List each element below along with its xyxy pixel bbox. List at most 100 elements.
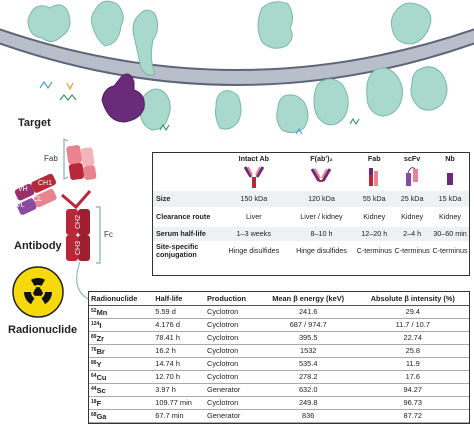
isotope-cell: 86Y xyxy=(89,357,154,371)
col-scfv: scFv xyxy=(403,154,421,163)
isotope-cell: 76Br xyxy=(89,344,154,358)
intensity-cell: 25.8 xyxy=(356,344,469,358)
vh-domain-right xyxy=(66,145,82,165)
table-cell: Liver / kidney xyxy=(300,212,343,222)
radiation-hazard-icon xyxy=(12,266,64,318)
energy-cell: 249.8 xyxy=(259,396,357,410)
intensity-cell: 17.6 xyxy=(356,370,469,384)
scfv-icon xyxy=(406,166,419,186)
col-intensity: Absolute β intensity (%) xyxy=(356,292,469,306)
col-fab2: F(ab')₂ xyxy=(310,154,333,163)
half-life-cell: 67.7 min xyxy=(153,409,205,423)
fab-icon xyxy=(369,167,379,186)
vl-label: VL xyxy=(16,202,25,209)
table-cell: 55 kDa xyxy=(355,191,394,207)
half-life-cell: 78.41 h xyxy=(153,331,205,345)
table-cell: 30–60 min xyxy=(431,227,469,241)
formats-row-half-life: Serum half-life 1–3 weeks 8–10 h 12–20 h… xyxy=(153,227,469,241)
isotope-element: Br xyxy=(96,347,105,356)
table-cell: Kidney xyxy=(401,212,424,222)
row-header-conjugation: Site-specific conjugation xyxy=(156,242,199,259)
isotope-cell: 44Sc xyxy=(89,383,154,397)
isotope-element: F xyxy=(96,399,102,408)
isotope-mass-number: 44 xyxy=(91,386,97,392)
hinge xyxy=(61,190,92,210)
intensity-cell: 96.73 xyxy=(356,396,469,410)
energy-cell: 241.6 xyxy=(259,305,357,319)
small-molecules xyxy=(39,80,360,135)
ch3-domain-pair xyxy=(78,235,90,261)
half-life-cell: 16.2 h xyxy=(153,344,205,358)
production-cell: Cyclotron xyxy=(205,318,260,332)
radionuclide-label: Radionuclide xyxy=(8,324,78,336)
energy-cell: 687 / 974.7 xyxy=(259,318,357,332)
isotope-element: I xyxy=(99,321,102,330)
intensity-cell: 87.72 xyxy=(356,409,469,423)
energy-cell: 278.2 xyxy=(259,370,357,384)
isotope-cell: 124I xyxy=(89,318,154,332)
table-cell: 25 kDa xyxy=(393,191,432,207)
half-life-cell: 4.176 d xyxy=(153,318,205,332)
isotope-mass-number: 64 xyxy=(91,373,97,379)
nb-icon xyxy=(447,172,454,185)
receptor-protein xyxy=(132,9,159,76)
energy-cell: 395.5 xyxy=(259,331,357,345)
ch3-label: CH3 xyxy=(75,241,82,255)
intensity-cell: 11.9 xyxy=(356,357,469,371)
half-life-cell: 14.74 h xyxy=(153,357,205,371)
isotope-element: Zr xyxy=(96,334,104,343)
table-cell: C-terminus xyxy=(394,246,430,256)
ch1-domain xyxy=(31,173,57,193)
col-intact-ab: Intact Ab xyxy=(238,154,270,163)
table-cell: 2–4 h xyxy=(393,227,432,241)
col-half-life: Half-life xyxy=(153,292,205,306)
isotope-cell: 89Zr xyxy=(89,331,154,345)
ch1-domain-right xyxy=(68,162,85,180)
row-header-half-life: Serum half-life xyxy=(153,227,220,241)
radionuclide-table: Radionuclide Half-life Production Mean β… xyxy=(88,291,470,424)
half-life-cell: 5.59 d xyxy=(153,305,205,319)
antibody-formats-table: Intact Ab F(ab')₂ Fab scFv Nb Size 150 k… xyxy=(152,152,470,276)
row-header-size: Size xyxy=(153,191,220,207)
cell-membrane-illustration xyxy=(0,0,474,135)
energy-cell: 632.0 xyxy=(259,383,357,397)
half-life-cell: 3.97 h xyxy=(153,383,205,397)
table-cell: 150 kDa xyxy=(220,191,288,207)
ch2-domain-pair xyxy=(78,209,90,235)
cl-domain-right xyxy=(83,165,97,180)
production-cell: Cyclotron xyxy=(205,344,260,358)
table-cell: Liver xyxy=(246,212,262,222)
cl-domain xyxy=(33,189,57,208)
receptor-protein xyxy=(257,1,294,49)
target-label: Target xyxy=(18,117,51,129)
isotope-mass-number: 124 xyxy=(91,321,100,327)
isotope-mass-number: 52 xyxy=(91,308,97,314)
table-cell: 8–10 h xyxy=(287,227,356,241)
ch2-domain xyxy=(66,209,78,235)
receptor-protein xyxy=(366,67,403,117)
energy-cell: 836 xyxy=(259,409,357,423)
table-cell: 1–3 weeks xyxy=(220,227,288,241)
bound-antibody xyxy=(101,73,145,123)
row-header-clearance: Clearance route xyxy=(156,212,211,222)
col-production: Production xyxy=(205,292,260,306)
fab-label: Fab xyxy=(44,154,58,163)
formats-header-row: Intact Ab F(ab')₂ Fab scFv Nb xyxy=(153,153,469,164)
fab-bracket xyxy=(63,138,69,180)
table-cell: 15 kDa xyxy=(431,191,469,207)
col-fab: Fab xyxy=(367,154,381,163)
antibody-label: Antibody xyxy=(14,240,62,252)
production-cell: Generator xyxy=(205,409,260,423)
table-cell: Hinge disulfides xyxy=(296,246,347,256)
ch3-domain xyxy=(66,235,78,261)
table-cell: C-terminus xyxy=(432,246,468,256)
table-cell: Hinge disulfides xyxy=(228,246,280,256)
isotope-element: Cu xyxy=(96,373,107,382)
energy-cell: 1532 xyxy=(259,344,357,358)
fc-label: Fc xyxy=(104,230,113,239)
